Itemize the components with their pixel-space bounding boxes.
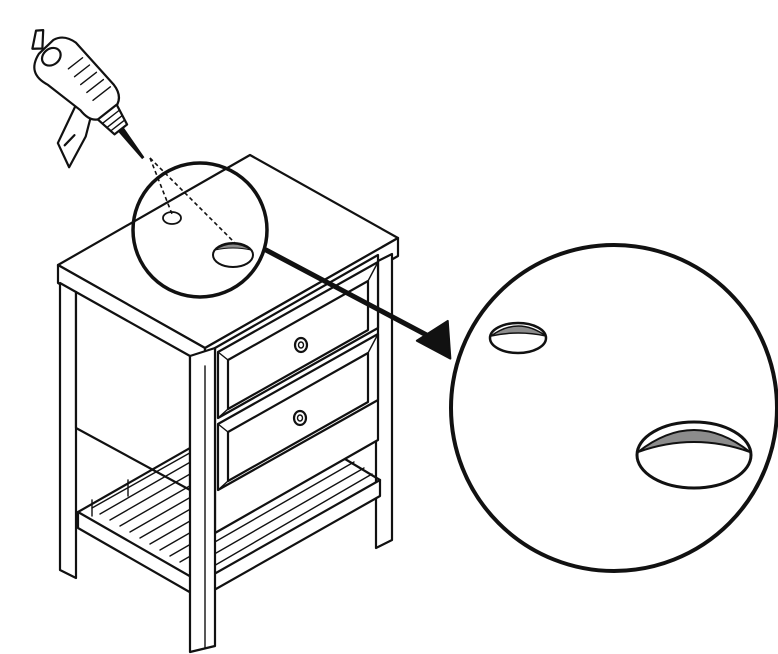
drawer-bottom <box>216 332 380 492</box>
magnified-hole-large <box>635 420 753 490</box>
drill-icon <box>31 29 145 169</box>
leg-front-left <box>58 281 78 580</box>
drill-guide-lines <box>149 157 237 245</box>
nightstand-icon <box>56 153 400 654</box>
leg-front-right <box>188 346 217 654</box>
magnify-callout-icon <box>449 243 778 573</box>
detail-circle-small <box>131 161 269 299</box>
drawer-knob-top <box>293 336 309 354</box>
magnified-hole-small <box>488 321 548 355</box>
drawer-top <box>216 260 380 420</box>
arrow-icon <box>263 247 452 360</box>
drawer-knob-bottom <box>292 409 308 427</box>
pilot-hole-large <box>212 242 254 268</box>
leg-back-right <box>374 252 394 550</box>
